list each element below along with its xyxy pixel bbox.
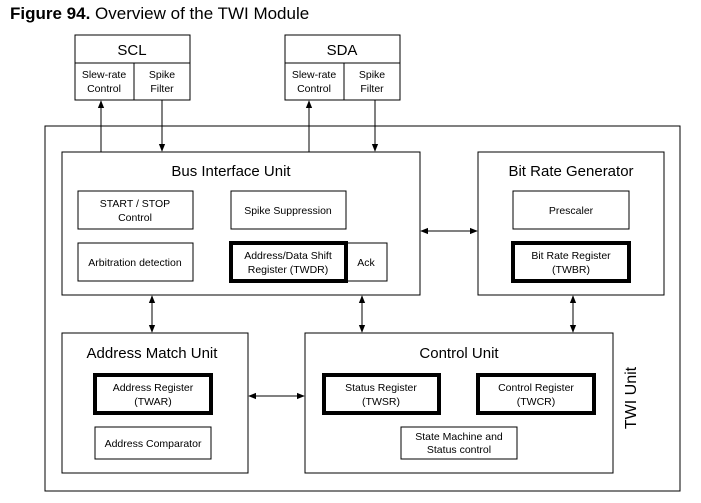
control-unit: Control Unit Status Register (TWSR) Cont… bbox=[304, 332, 614, 474]
scl-block: SCL Slew-rate Control Spike Filter bbox=[74, 34, 191, 101]
sda-slew-rate-line2: Control bbox=[297, 83, 331, 95]
state-machine-line1: State Machine and bbox=[415, 431, 503, 443]
figure-title: Figure 94. Overview of the TWI Module bbox=[10, 4, 309, 24]
state-machine-line2: Status control bbox=[427, 444, 491, 456]
twcr-register-box bbox=[476, 373, 596, 415]
control-unit-title: Control Unit bbox=[419, 345, 499, 362]
scl-spike-filter-line1: Spike bbox=[149, 69, 175, 81]
twdr-line1: Address/Data Shift bbox=[244, 250, 332, 262]
twar-line2: (TWAR) bbox=[134, 396, 172, 408]
twsr-register-box bbox=[322, 373, 441, 415]
ack-label: Ack bbox=[357, 257, 375, 269]
spike-suppression: Spike Suppression bbox=[244, 205, 332, 217]
bit-rate-title: Bit Rate Generator bbox=[508, 163, 633, 180]
sda-slew-rate-line1: Slew-rate bbox=[292, 69, 337, 81]
twsr-line1: Status Register bbox=[345, 382, 417, 394]
twcr-line2: (TWCR) bbox=[517, 396, 555, 408]
twar-register-box bbox=[93, 373, 213, 415]
address-match-title: Address Match Unit bbox=[87, 345, 219, 362]
scl-spike-filter-line2: Filter bbox=[150, 83, 174, 95]
prescaler: Prescaler bbox=[549, 205, 594, 217]
twi-unit-label: TWI Unit bbox=[623, 366, 640, 429]
address-comparator: Address Comparator bbox=[105, 438, 202, 450]
sda-spike-filter-line1: Spike bbox=[359, 69, 385, 81]
arbitration-detection: Arbitration detection bbox=[88, 257, 182, 269]
scl-title: SCL bbox=[117, 42, 146, 59]
twbr-line2: (TWBR) bbox=[552, 264, 590, 276]
figure-caption: Overview of the TWI Module bbox=[95, 4, 310, 23]
start-stop-control-box bbox=[77, 190, 194, 230]
scl-slew-rate-line2: Control bbox=[87, 83, 121, 95]
address-match-unit: Address Match Unit Address Register (TWA… bbox=[61, 332, 249, 474]
twsr-line2: (TWSR) bbox=[362, 396, 400, 408]
bus-interface-unit: Bus Interface Unit START / STOP Control … bbox=[61, 151, 421, 296]
twbr-line1: Bit Rate Register bbox=[531, 250, 611, 262]
twbr-register-box bbox=[511, 241, 631, 283]
address-comparator-box bbox=[94, 426, 212, 460]
start-stop-line2: Control bbox=[118, 212, 152, 224]
spike-suppression-box bbox=[230, 190, 347, 230]
bit-rate-generator: Bit Rate Generator Prescaler Bit Rate Re… bbox=[477, 151, 665, 296]
twdr-register-box bbox=[229, 241, 348, 283]
twdr-line2: Register (TWDR) bbox=[248, 264, 329, 276]
sda-spike-filter-line2: Filter bbox=[360, 83, 384, 95]
sda-block: SDA Slew-rate Control Spike Filter bbox=[284, 34, 401, 101]
twcr-line1: Control Register bbox=[498, 382, 574, 394]
scl-slew-rate-line1: Slew-rate bbox=[82, 69, 127, 81]
bus-interface-title: Bus Interface Unit bbox=[171, 163, 291, 180]
prescaler-box bbox=[512, 190, 630, 230]
figure-number: Figure 94. bbox=[10, 4, 91, 23]
sda-title: SDA bbox=[327, 42, 358, 59]
state-machine-box bbox=[400, 426, 518, 460]
arbitration-detection-box bbox=[77, 242, 194, 282]
twar-line1: Address Register bbox=[113, 382, 194, 394]
start-stop-line1: START / STOP bbox=[100, 198, 170, 210]
